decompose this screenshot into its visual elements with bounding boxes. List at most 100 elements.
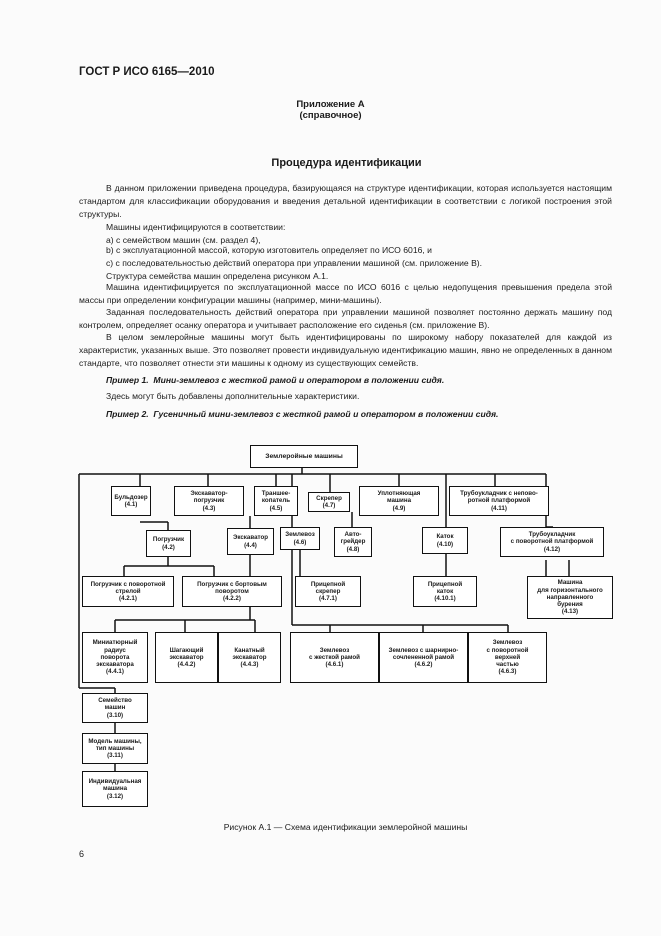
box-label-line: (4.10.1) — [434, 595, 456, 603]
box-label-line: (4.7.1) — [319, 595, 337, 603]
figure-caption: Рисунок А.1 — Схема идентификации землер… — [223, 822, 468, 832]
paragraph-general: В целом землеройные машины могут быть ид… — [79, 332, 612, 368]
box-label-line: (4.8) — [346, 545, 360, 553]
paragraph-structure: Структура семейства машин определена рис… — [106, 271, 329, 281]
box-label-line: с жесткой рамой — [309, 653, 360, 661]
box-label-line: Трубоукладчик — [528, 531, 576, 539]
annex-subtitle: (справочное) — [299, 110, 362, 121]
box-label-line: Шагающий — [169, 646, 204, 654]
box-label-line: Индивидуальная — [88, 778, 142, 786]
box-scraper: Скрепер(4.7) — [308, 492, 350, 512]
box-label-line: Канатный — [234, 646, 265, 654]
box-dumper: Землевоз(4.6) — [280, 527, 320, 550]
paragraph-mass: Машина идентифицируется по эксплуатацион… — [79, 282, 612, 305]
box-label-line: экскаватор — [232, 653, 267, 661]
paragraph-intro: В данном приложении приведена процедура,… — [79, 183, 612, 219]
box-label-line: (4.4) — [244, 541, 257, 549]
box-label-line: (4.1) — [124, 501, 138, 508]
box-trencher: Траншее-копатель(4.5) — [254, 486, 298, 516]
box-label-line: Прицепной — [310, 580, 346, 588]
example-1-text: Мини-землевоз с жесткой рамой и оператор… — [153, 375, 445, 385]
box-label-line: (4.6.2) — [414, 661, 433, 669]
box-articulated-dumper: Землевоз с шарнирно-сочлененной рамой(4.… — [379, 632, 468, 683]
box-label-line: (4.13) — [561, 608, 579, 616]
box-label-line: Экскаватор — [232, 534, 269, 542]
box-label-line: для горизонтального — [537, 586, 603, 594]
box-label-line: поворотом — [215, 587, 249, 595]
box-label-line: Бульдозер — [114, 493, 148, 501]
example-2-text: Гусеничный мини-землевоз с жесткой рамой… — [153, 409, 499, 419]
box-label-line: (4.7) — [322, 502, 336, 509]
box-label-line: машина — [386, 497, 412, 505]
box-label-line: копатель — [261, 497, 291, 505]
box-label-line: частью — [496, 661, 519, 669]
box-machine-model: Модель машины,тип машины(3.11) — [82, 733, 148, 764]
box-label-line: направленного — [546, 593, 594, 601]
box-backhoe-loader: Экскаватор-погрузчик(4.3) — [174, 486, 244, 516]
box-label-line: Погрузчик — [152, 536, 185, 544]
box-label-line: Уплотняющая — [377, 490, 421, 498]
box-label-line: (4.4.1) — [106, 668, 124, 676]
box-label-line: грейдер — [340, 538, 366, 546]
box-pipelayer: Трубоукладчик с непово-ротной платформой… — [449, 486, 549, 516]
document-header: ГОСТ Р ИСО 6165—2010 — [79, 66, 215, 78]
list-item-a: а) с семейством машин (см. раздел 4), — [106, 235, 261, 245]
box-loader: Погрузчик(4.2) — [146, 530, 191, 557]
box-label-line: Прицепной — [427, 580, 463, 588]
box-label-line: экскаватор — [169, 653, 204, 661]
box-bulldozer: Бульдозер(4.1) — [111, 486, 151, 516]
box-label-line: машина — [102, 785, 128, 793]
box-label-line: Погрузчик с поворотной — [90, 580, 166, 588]
box-label-line: Скрепер — [316, 494, 342, 502]
box-label-line: Авто- — [344, 531, 362, 539]
box-label-line: (4.3) — [202, 504, 216, 512]
box-label-line: сочлененной рамой — [392, 653, 455, 661]
note-text: Здесь могут быть добавлены дополнительны… — [106, 391, 360, 401]
box-label-line: верхней — [494, 653, 521, 661]
box-label-line: радиус — [104, 646, 126, 654]
box-label-line: скрепер — [315, 587, 341, 595]
box-label-line: (4.11) — [491, 504, 507, 512]
list-item-b: b) с эксплуатационной массой, которую из… — [106, 245, 432, 255]
box-label-line: (4.12) — [543, 545, 561, 553]
box-label-line: ротной платформой — [467, 497, 531, 505]
box-label-line: Миниатюрный — [92, 639, 138, 647]
box-label-line: с поворотной платформой — [510, 538, 594, 546]
box-label-line: экскаватора — [96, 661, 134, 669]
box-label-line: (4.9) — [392, 504, 406, 512]
box-label-line: каток — [436, 587, 454, 595]
box-label-line: бурения — [557, 601, 583, 609]
example-1-label: Пример 1. — [106, 375, 149, 385]
box-label-line: тип машины — [95, 744, 135, 752]
box-label-line: с поворотной — [486, 646, 529, 654]
annex-title: Приложение А — [296, 99, 365, 110]
box-label-line: (4.4.2) — [177, 661, 196, 669]
box-label-line: (4.6.3) — [498, 668, 517, 676]
box-excavator: Экскаватор(4.4) — [227, 528, 274, 555]
paragraph-identified: Машины идентифицируются в соответствии: — [106, 222, 286, 232]
box-label-line: (4.2) — [162, 543, 175, 551]
box-label-line: Землевоз — [285, 531, 315, 539]
box-label-line: (4.4.3) — [240, 661, 259, 669]
box-label-line: Землеройные машины — [265, 452, 343, 460]
box-label-line: (4.2.2) — [223, 595, 241, 603]
box-roller: Каток(4.10) — [422, 527, 468, 554]
box-label-line: Модель машины, — [88, 737, 142, 745]
box-label-line: Каток — [436, 533, 454, 541]
box-label-line: Землевоз с шарнирно- — [388, 646, 459, 654]
box-label-line: (4.6) — [293, 538, 307, 546]
box-label-line: Экскаватор- — [190, 490, 228, 498]
box-label-line: стрелой — [115, 587, 141, 595]
